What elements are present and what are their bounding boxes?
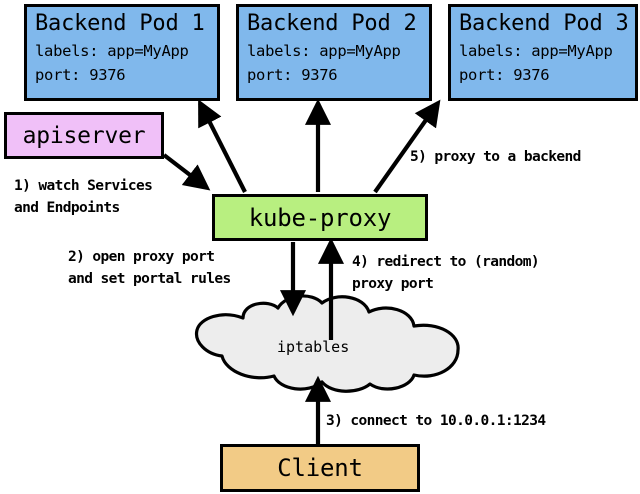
backend-pod-3-title: Backend Pod 3 [459,11,629,36]
step-1-line-2: and Endpoints [14,200,120,216]
backend-pod-2-labels: labels: app=MyApp [247,42,401,60]
step-4-line-2: proxy port [352,276,434,292]
iptables-label: iptables [277,338,350,356]
step-3-line-1: 3) connect to 10.0.0.1:1234 [326,413,546,429]
kube-proxy-box[interactable]: kube-proxy [212,194,428,241]
backend-pod-3-port: port: 9376 [459,66,550,84]
step-4-line-1: 4) redirect to (random) [352,254,540,270]
apiserver-label: apiserver [22,122,146,149]
backend-pod-2-title: Backend Pod 2 [247,11,417,36]
step-2-line-1: 2) open proxy port [68,249,215,265]
apiserver-box[interactable]: apiserver [4,112,164,159]
arrow-apiserver-to-kubeproxy [162,153,211,191]
backend-pod-2-port: port: 9376 [247,66,338,84]
backend-pod-1-labels: labels: app=MyApp [35,42,189,60]
backend-pod-3-box[interactable]: Backend Pod 3 labels: app=MyApp port: 93… [448,4,638,101]
client-box[interactable]: Client [220,444,420,492]
backend-pod-1-port: port: 9376 [35,66,126,84]
step-1-line-1: 1) watch Services [14,178,153,194]
client-label: Client [277,454,363,482]
backend-pod-2-box[interactable]: Backend Pod 2 labels: app=MyApp port: 93… [236,4,432,101]
arrow-kubeproxy-to-pod1 [198,99,247,193]
backend-pod-1-title: Backend Pod 1 [35,11,205,36]
backend-pod-3-labels: labels: app=MyApp [459,42,613,60]
backend-pod-1-box[interactable]: Backend Pod 1 labels: app=MyApp port: 93… [24,4,220,101]
step-5-line-1: 5) proxy to a backend [410,149,581,165]
step-2-line-2: and set portal rules [68,271,231,287]
kube-proxy-label: kube-proxy [248,203,392,232]
arrow-kubeproxy-to-pod3 [373,99,441,194]
